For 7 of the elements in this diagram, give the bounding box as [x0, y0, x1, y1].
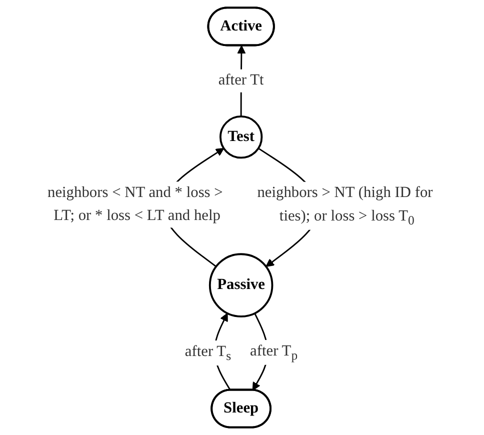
edge-label: after Tt [218, 72, 264, 89]
edge-label: neighbors < NT and * loss > LT; or * loss < LT and help [47, 184, 223, 224]
node-circle: Test [219, 116, 263, 159]
node-circle: Passive [208, 253, 274, 318]
edge-label: after T$_{s}$ [184, 343, 232, 363]
edge-label: after T$_{p}$ [250, 342, 298, 362]
edge-label: neighbors > NT (high ID for ties); or loss > loss T$_{0}$ [257, 184, 433, 228]
